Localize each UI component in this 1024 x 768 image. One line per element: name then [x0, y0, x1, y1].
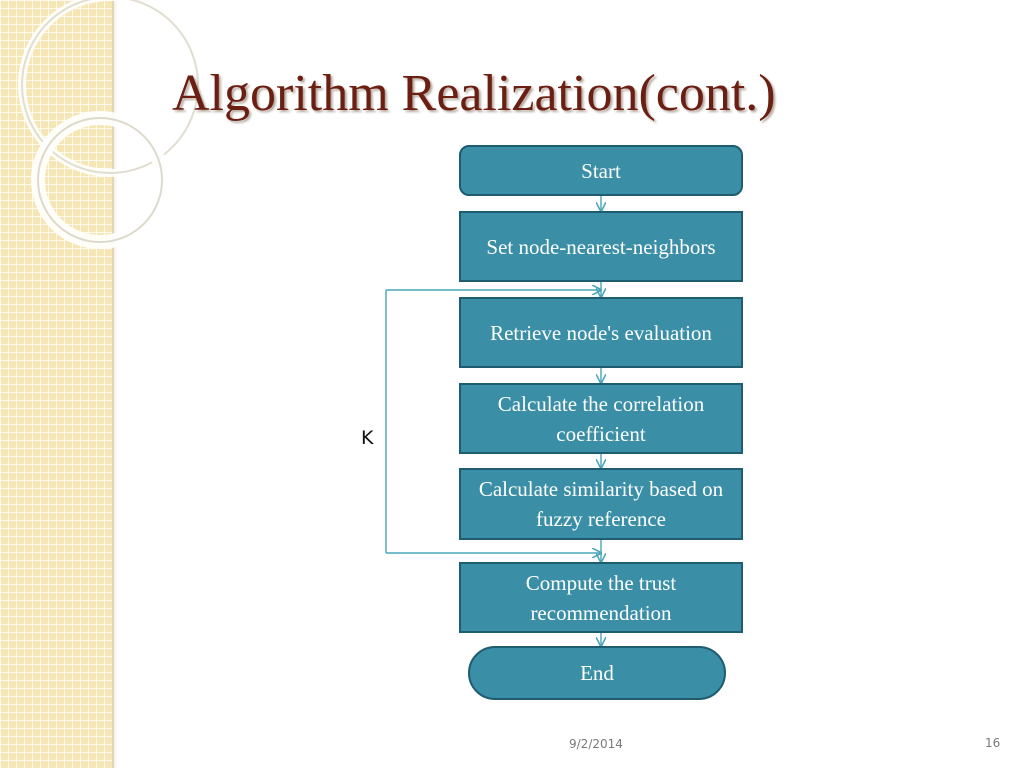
footer-page-number: 16 — [985, 736, 1001, 750]
loop-count-label: K — [361, 427, 374, 449]
flow-node-start: Start — [459, 145, 743, 196]
footer-date: 9/2/2014 — [569, 737, 623, 751]
side-strip-shadow — [112, 0, 118, 768]
flow-node-retrieve-evaluation: Retrieve node's evaluation — [459, 297, 743, 368]
decorative-rings — [18, 0, 200, 249]
flow-node-set-neighbors: Set node-nearest-neighbors — [459, 211, 743, 282]
slide-title: Algorithm Realization(cont.) — [172, 65, 776, 122]
flow-node-calc-correlation: Calculate the correlation coefficient — [459, 383, 743, 454]
flow-node-end: End — [468, 646, 726, 700]
flow-node-compute-trust: Compute the trust recommendation — [459, 562, 743, 633]
flow-node-calc-similarity: Calculate similarity based on fuzzy refe… — [459, 468, 743, 540]
